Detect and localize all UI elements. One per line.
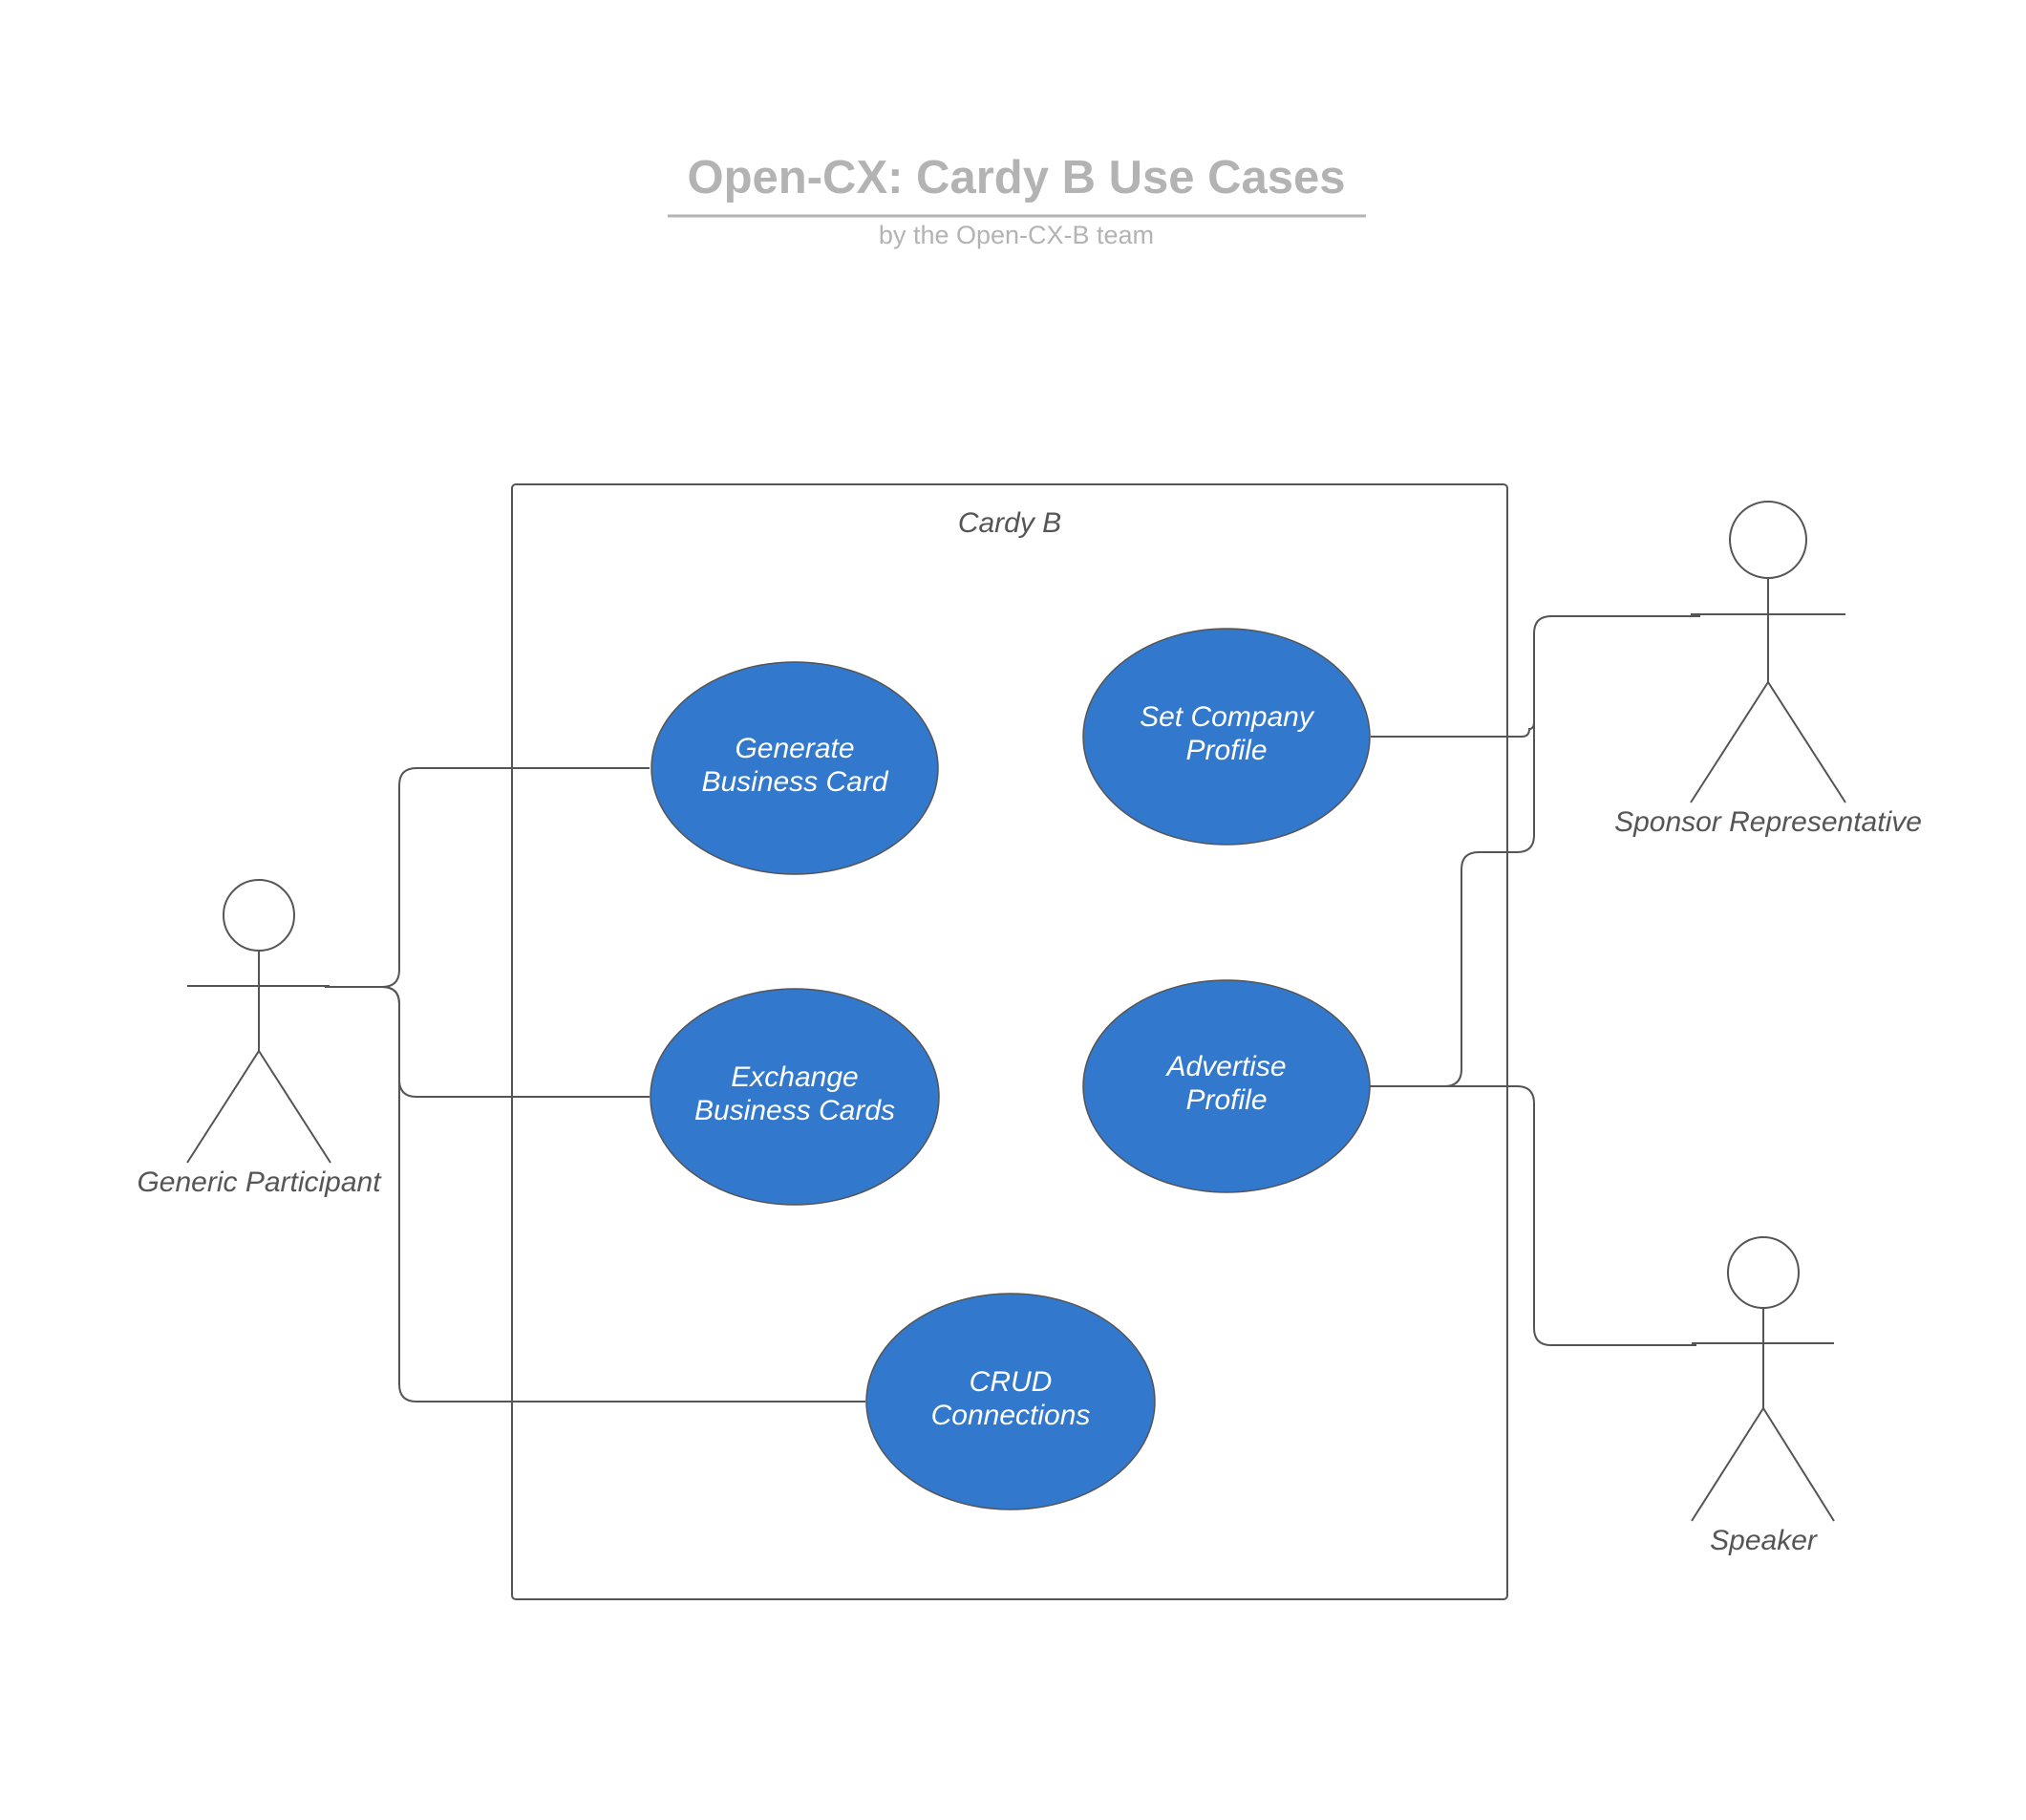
actor-head: [1729, 501, 1807, 579]
use-case-generate-business-card[interactable]: Generate Business Card: [650, 661, 939, 875]
diagram-title: Open-CX: Cardy B Use Cases: [688, 152, 1346, 203]
use-case-label: Exchange: [731, 1061, 858, 1093]
actor-label: Generic Participant: [137, 1167, 382, 1198]
association-sponsor-setcompany: [1371, 615, 1700, 738]
actor-label: Sponsor Representative: [1614, 806, 1922, 838]
association-generic-generate: [325, 767, 650, 988]
actor-label: Speaker: [1710, 1525, 1818, 1556]
system-boundary: [511, 483, 1508, 1600]
association-generic-crud: [381, 986, 865, 1402]
actor-left-leg: [1691, 1407, 1764, 1522]
use-case-advertise-profile[interactable]: Advertise Profile: [1082, 979, 1371, 1193]
association-generic-exchange: [325, 986, 650, 1098]
use-case-crud-connections[interactable]: CRUD Connections: [865, 1293, 1156, 1510]
actor-head: [223, 879, 295, 952]
use-case-label: Connections: [931, 1400, 1091, 1431]
actor-right-leg: [1767, 681, 1846, 803]
use-case-label: Profile: [1185, 735, 1267, 766]
system-label: Cardy B: [958, 507, 1061, 539]
association-sponsor-advertise: [1370, 721, 1535, 1087]
actor-generic-participant[interactable]: Generic Participant: [137, 879, 382, 1198]
diagram-subtitle: by the Open-CX-B team: [879, 221, 1154, 249]
use-case-exchange-business-cards[interactable]: Exchange Business Cards: [650, 988, 940, 1206]
use-case-label: Profile: [1185, 1084, 1267, 1116]
use-case-label: Business Cards: [694, 1095, 895, 1126]
use-case-set-company-profile[interactable]: Set Company Profile: [1082, 628, 1371, 846]
actor-right-leg: [258, 1050, 331, 1164]
use-case-label: Set Company: [1140, 701, 1315, 733]
use-case-label: Generate: [735, 733, 854, 764]
actor-head: [1727, 1236, 1800, 1309]
use-case-label: Business Card: [701, 766, 888, 798]
actor-right-leg: [1762, 1407, 1835, 1522]
actor-speaker[interactable]: Speaker: [1691, 1236, 1835, 1556]
use-case-label: Advertise: [1164, 1051, 1286, 1082]
actor-sponsor-representative[interactable]: Sponsor Representative: [1614, 501, 1922, 838]
actor-left-leg: [1690, 681, 1769, 803]
actor-left-leg: [186, 1050, 260, 1164]
association-speaker-advertise: [1370, 1085, 1696, 1346]
use-case-label: CRUD: [970, 1366, 1053, 1398]
